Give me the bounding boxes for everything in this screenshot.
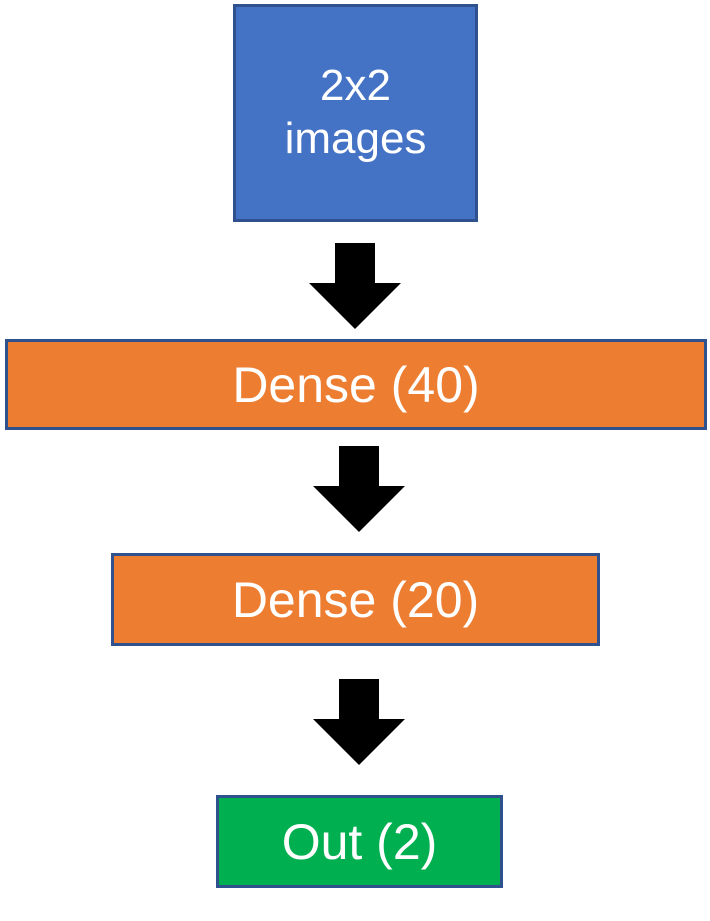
input-node: 2x2 images — [233, 4, 478, 222]
input-node-label-line1: 2x2 — [320, 61, 391, 111]
dense-40-node: Dense (40) — [5, 339, 707, 430]
down-arrow-icon — [313, 446, 405, 532]
output-node: Out (2) — [216, 795, 503, 888]
output-node-label: Out (2) — [281, 813, 438, 870]
input-node-label-line2: images — [284, 114, 427, 163]
down-arrow-icon — [309, 243, 401, 329]
down-arrow-icon — [313, 679, 405, 765]
dense-20-node-label: Dense (20) — [231, 571, 480, 628]
dense-40-node-label: Dense (40) — [232, 356, 480, 413]
dense-20-node: Dense (20) — [111, 553, 600, 646]
